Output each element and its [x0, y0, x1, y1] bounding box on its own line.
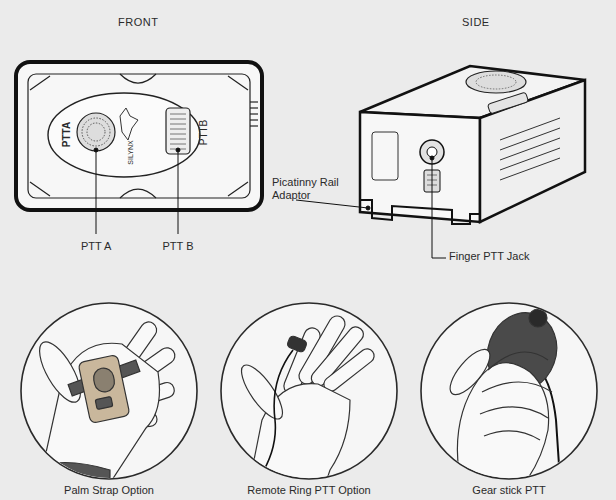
option-circle: Gear stick PTT [420, 302, 598, 480]
option-caption: Gear stick PTT [380, 484, 616, 496]
part-name: Finger PTT Jack [449, 250, 530, 262]
part-name: PTT B [163, 240, 194, 252]
circle-outline [20, 302, 198, 480]
option-circle: Palm Strap Option [20, 302, 198, 480]
circle-outline [220, 302, 398, 480]
option-caption: Palm Strap Option [0, 484, 238, 496]
button-marking: PTTA [61, 121, 72, 146]
view-title: FRONT [118, 16, 158, 28]
option-caption: Remote Ring PTT Option [180, 484, 438, 496]
button-marking: PTTB [198, 119, 209, 145]
circle-outline [420, 302, 598, 480]
option-circle: Remote Ring PTT Option [220, 302, 398, 480]
brand-marking: SILYNX [127, 140, 134, 164]
part-name: PTT A [81, 240, 111, 252]
part-name: Picatinny Rail Adaptor [272, 176, 372, 202]
view-title: SIDE [462, 16, 490, 28]
